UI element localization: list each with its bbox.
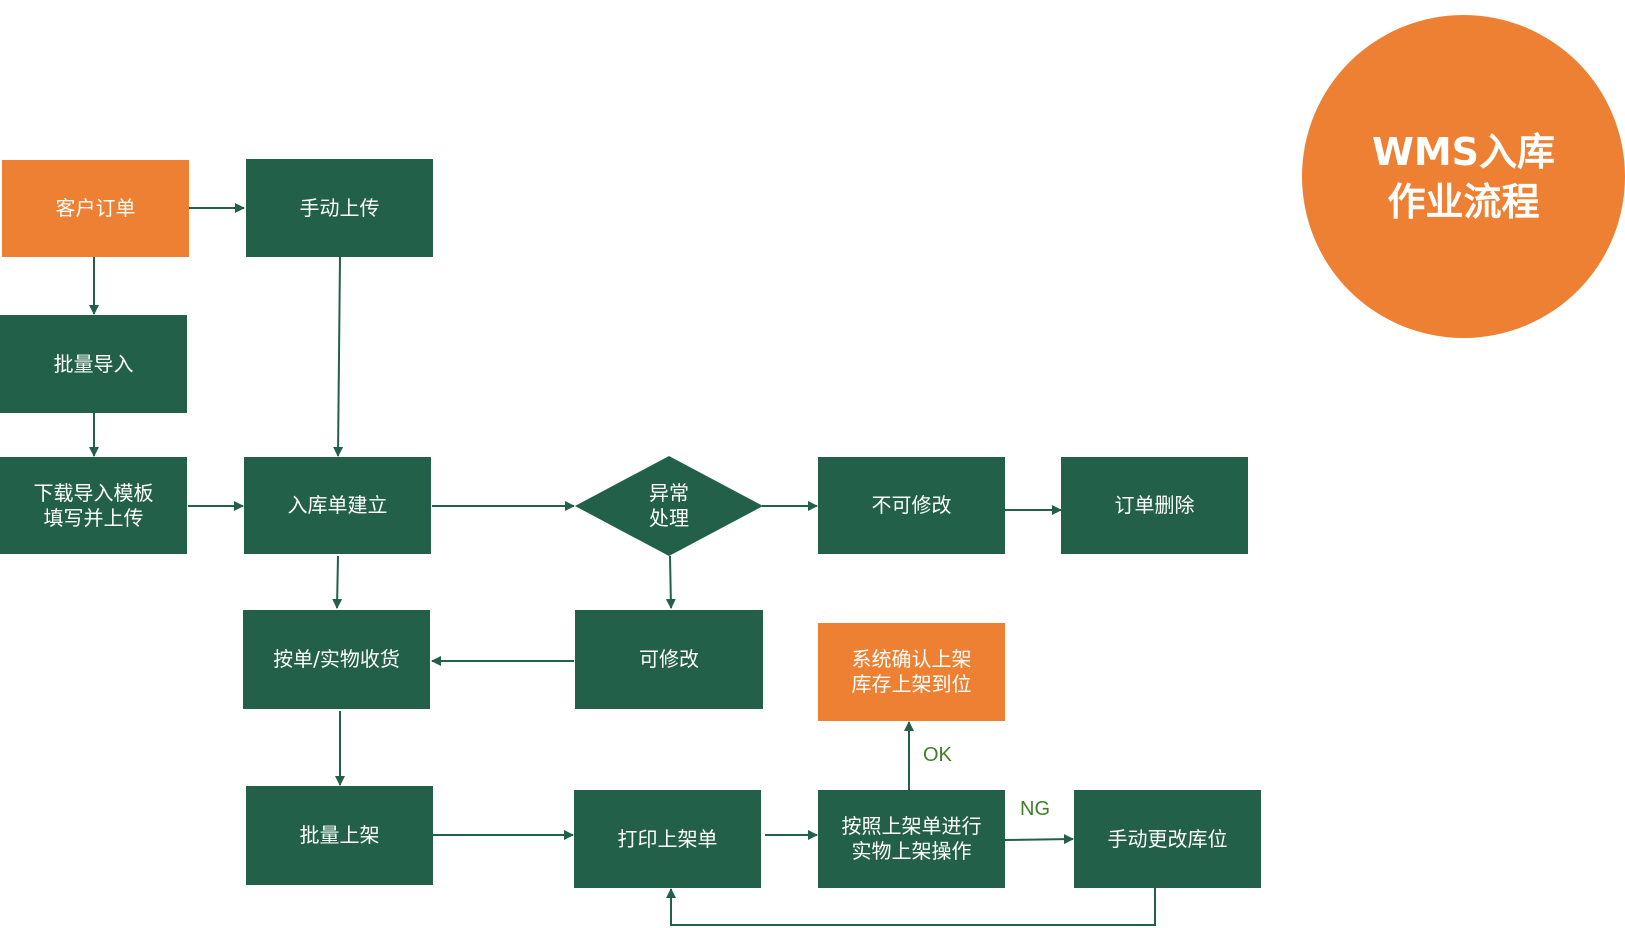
node-order-delete-label: 订单删除	[1114, 493, 1195, 517]
label-ok: OK	[923, 744, 952, 766]
node-customer-order-label: 客户订单	[55, 196, 136, 220]
node-batch-import: 批量导入	[0, 315, 187, 413]
node-shelf-operate: 按照上架单进行 实物上架操作	[818, 790, 1005, 888]
node-not-editable: 不可修改	[818, 457, 1005, 554]
node-batch-import-label: 批量导入	[53, 351, 134, 376]
node-manual-upload: 手动上传	[246, 159, 433, 257]
node-exception-label: 异常 处理	[649, 481, 689, 530]
node-confirm-shelf-label: 系统确认上架 库存上架到位	[851, 647, 972, 696]
node-manual-change: 手动更改库位	[1074, 790, 1261, 888]
node-inbound-create-label: 入库单建立	[287, 493, 388, 517]
node-shelf-operate-label: 按照上架单进行 实物上架操作	[841, 814, 982, 863]
node-receive: 按单/实物收货	[243, 610, 430, 709]
node-inbound-create: 入库单建立	[244, 457, 431, 554]
node-not-editable-label: 不可修改	[871, 493, 952, 517]
node-print-sheet: 打印上架单	[574, 790, 761, 888]
node-batch-shelf: 批量上架	[246, 786, 433, 885]
edge-change-to-print	[666, 888, 1156, 926]
edge-operate-to-change	[1004, 834, 1074, 845]
node-batch-shelf-label: 批量上架	[299, 823, 380, 847]
node-receive-label: 按单/实物收货	[273, 647, 400, 671]
node-editable: 可修改	[575, 610, 763, 709]
node-customer-order: 客户订单	[2, 160, 189, 257]
node-download-template: 下载导入模板 填写并上传	[0, 457, 187, 554]
edge-upload-to-create	[333, 256, 344, 457]
edge-create-to-receive	[332, 555, 343, 609]
node-exception-diamond	[575, 456, 763, 556]
title-badge: WMS入库 作业流程	[1302, 15, 1625, 338]
node-print-sheet-label: 打印上架单	[617, 826, 718, 851]
label-ng: NG	[1020, 798, 1050, 820]
node-download-template-label: 下载导入模板 填写并上传	[33, 480, 154, 530]
node-editable-label: 可修改	[639, 647, 699, 671]
node-confirm-shelf: 系统确认上架 库存上架到位	[818, 623, 1005, 721]
node-manual-upload-label: 手动上传	[299, 195, 380, 220]
node-manual-change-label: 手动更改库位	[1107, 826, 1228, 851]
edge-exception-to-edit	[665, 555, 676, 609]
node-order-delete: 订单删除	[1061, 457, 1248, 554]
diagram-title: WMS入库 作业流程	[1371, 129, 1556, 224]
